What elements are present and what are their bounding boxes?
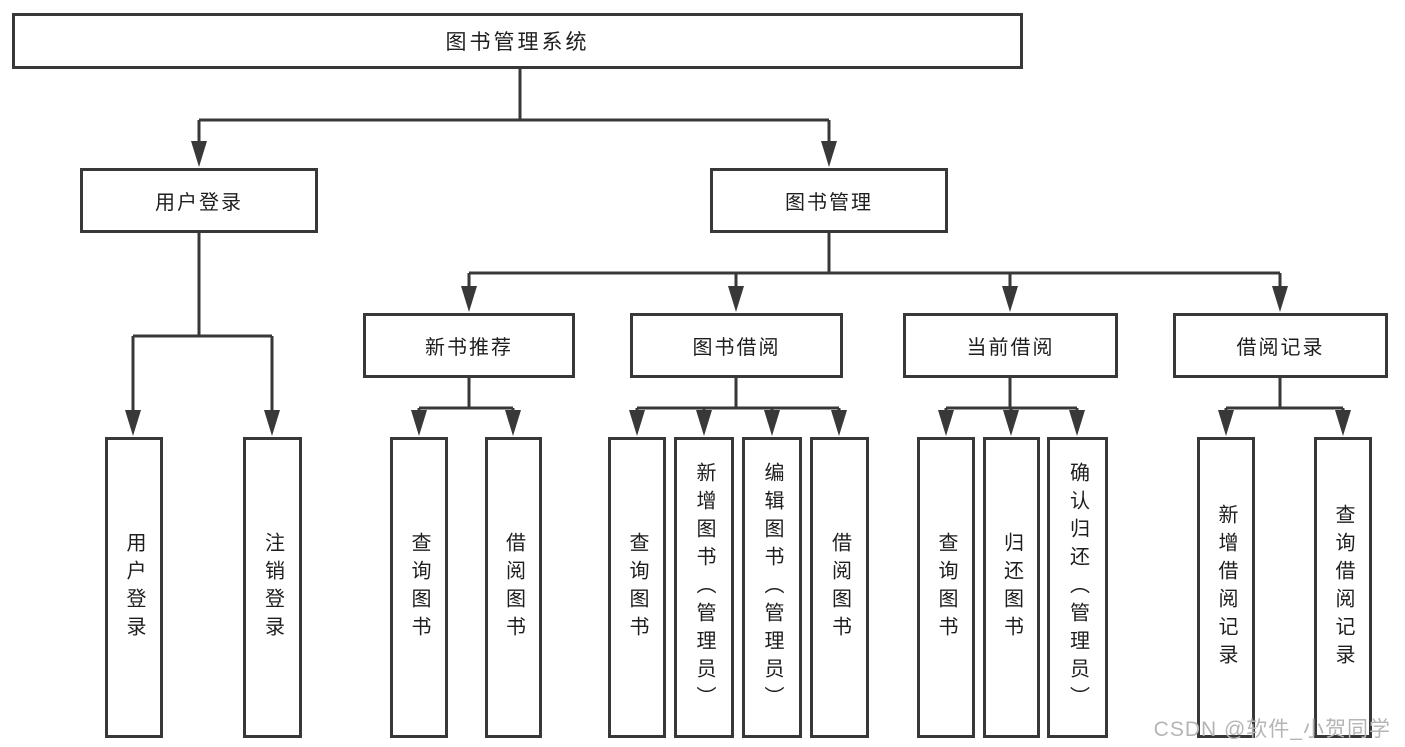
node-new-book-recommend-label: 新书推荐 [425, 337, 513, 359]
leaf-query-books-current-label: 查询图书 [935, 531, 957, 644]
node-current-borrowing: 当前借阅 [903, 313, 1118, 378]
leaf-query-borrow-record: 查询借阅记录 [1314, 437, 1372, 738]
node-library-system: 图书管理系统 [12, 13, 1023, 69]
node-borrowing-records: 借阅记录 [1173, 313, 1388, 378]
leaf-add-books-admin-label: 新增图书（管理员） [693, 461, 715, 714]
leaf-logout-label: 注销登录 [261, 531, 284, 644]
node-book-management-label: 图书管理 [785, 192, 873, 214]
leaf-add-borrow-record: 新增借阅记录 [1197, 437, 1255, 738]
leaf-query-books-recommend-label: 查询图书 [408, 531, 430, 644]
node-current-borrowing-label: 当前借阅 [966, 337, 1055, 359]
leaf-edit-books-admin: 编辑图书（管理员） [742, 437, 802, 738]
leaf-borrow-books-borrowing: 借阅图书 [810, 437, 869, 738]
node-user-login: 用户登录 [80, 168, 318, 233]
leaf-user-login-label: 用户登录 [123, 531, 145, 644]
node-new-book-recommend: 新书推荐 [363, 313, 575, 378]
leaf-user-login: 用户登录 [105, 437, 163, 738]
leaf-return-books: 归还图书 [983, 437, 1040, 738]
leaf-borrow-books-recommend: 借阅图书 [485, 437, 542, 738]
leaf-query-books-current: 查询图书 [917, 437, 975, 738]
node-user-login-label: 用户登录 [155, 192, 243, 214]
leaf-return-books-label: 归还图书 [1000, 531, 1023, 644]
arrowheads [125, 141, 1351, 436]
leaf-edit-books-admin-label: 编辑图书（管理员） [761, 461, 783, 714]
node-book-borrowing: 图书借阅 [630, 313, 843, 378]
leaf-borrow-books-recommend-label: 借阅图书 [502, 531, 525, 644]
node-book-management: 图书管理 [710, 168, 948, 233]
leaf-query-books-recommend: 查询图书 [390, 437, 448, 738]
leaf-logout: 注销登录 [243, 437, 302, 738]
node-book-borrowing-label: 图书借阅 [692, 337, 781, 359]
leaf-query-books-borrowing: 查询图书 [608, 437, 666, 738]
leaf-confirm-return-admin-label: 确认归还（管理员） [1066, 461, 1089, 714]
leaf-add-books-admin: 新增图书（管理员） [674, 437, 734, 738]
leaf-add-borrow-record-label: 新增借阅记录 [1215, 503, 1237, 672]
node-library-system-label: 图书管理系统 [445, 31, 590, 54]
leaf-confirm-return-admin: 确认归还（管理员） [1047, 437, 1108, 738]
node-borrowing-records-label: 借阅记录 [1236, 337, 1325, 359]
leaf-query-books-borrowing-label: 查询图书 [626, 531, 648, 644]
leaf-borrow-books-borrowing-label: 借阅图书 [828, 531, 851, 644]
leaf-query-borrow-record-label: 查询借阅记录 [1332, 503, 1354, 672]
